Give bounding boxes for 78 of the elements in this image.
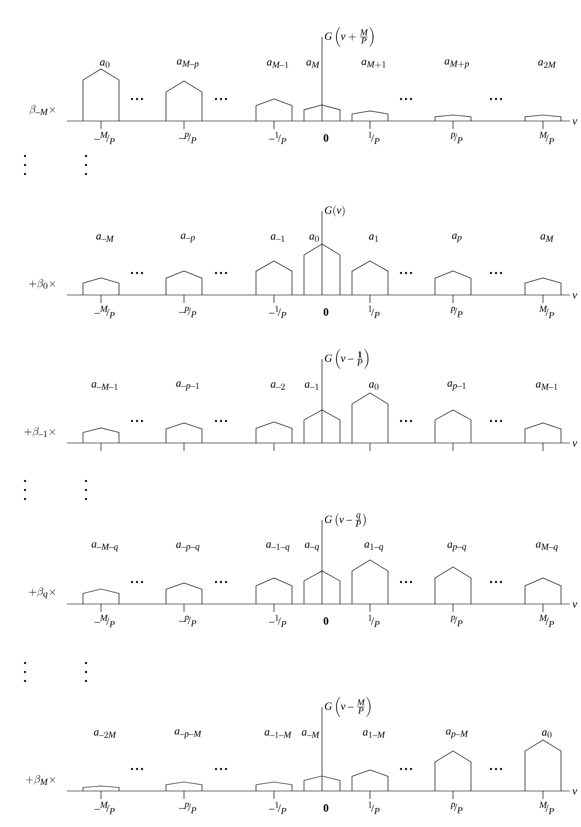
tick-label: $\mathbf{0}$ (324, 134, 328, 142)
tick-label: $-{}^{M}\!/_{P}$ (94, 614, 115, 628)
tick-label: ${}^{p}\!/_{P}$ (450, 132, 462, 144)
function-label: $G\left(v-\frac{q}{P}\right)$ (324, 513, 366, 527)
coefficient-label: $a_{2M}$ (538, 60, 556, 68)
coefficient-label: $a_{-2M}$ (94, 730, 116, 738)
coefficient-label: $a_{p-1}$ (447, 381, 466, 391)
tick-label: ${}^{1}\!/_{P}$ (368, 132, 380, 144)
tick-label: $-{}^{p}\!/_{P}$ (178, 132, 196, 144)
axis-label: $v$ (572, 602, 578, 608)
tick-label: $-{}^{M}\!/_{P}$ (94, 132, 115, 144)
coefficient-label: $a_{-1-q}$ (266, 542, 290, 552)
coefficient-label: $a_{1}$ (369, 234, 378, 242)
tick-label: ${}^{M}\!/_{P}$ (539, 306, 554, 318)
tick-label: ${}^{M}\!/_{P}$ (539, 614, 554, 628)
coefficient-label: $a_{p-M}$ (446, 729, 468, 739)
coefficient-label: $a_{-1}$ (304, 382, 318, 390)
tick-label: $\mathbf{0}$ (324, 617, 328, 625)
coefficient-label: $a_{-1-M}$ (264, 730, 292, 738)
tick-label: $-{}^{1}\!/_{P}$ (268, 306, 286, 318)
tick-label: ${}^{M}\!/_{P}$ (539, 132, 554, 144)
weight-label: $+\beta_{q}\times$ (29, 587, 56, 599)
tick-label: ${}^{1}\!/_{P}$ (368, 614, 380, 627)
coefficient-label: $a_{0}$ (309, 234, 319, 242)
coefficient-label: $a_{M-p}$ (176, 59, 199, 69)
coefficient-label: $a_{M+p}$ (444, 59, 469, 69)
function-label: $G\left(v+\frac{M}{P}\right)$ (324, 27, 374, 47)
tick-label: ${}^{p}\!/_{P}$ (450, 616, 462, 626)
coefficient-label: $a_{-M-q}$ (92, 542, 118, 552)
coefficient-label: $a_{-p-1}$ (176, 381, 199, 391)
coefficient-label: $a_{-M}$ (302, 730, 320, 738)
tick-label: $\mathbf{0}$ (324, 804, 328, 812)
tick-label: ${}^{p}\!/_{P}$ (450, 802, 462, 814)
axis-label: $v$ (572, 119, 578, 125)
coefficient-label: $a_{-M-1}$ (92, 382, 118, 390)
tick-label: $\mathbf{0}$ (324, 308, 328, 316)
tick-label: $-{}^{p}\!/_{P}$ (178, 616, 196, 626)
tick-label: $-{}^{p}\!/_{P}$ (178, 802, 196, 814)
coefficient-label: $a_{0}$ (542, 730, 552, 738)
coefficient-label: $a_{M-q}$ (536, 542, 558, 552)
coefficient-label: $a_{M}$ (306, 60, 320, 68)
tick-label: ${}^{1}\!/_{P}$ (368, 306, 380, 318)
coefficient-label: $a_{p}$ (452, 234, 462, 242)
coefficient-label: $a_{0}$ (100, 60, 110, 68)
tick-label: ${}^{M}\!/_{P}$ (539, 802, 554, 814)
axis-label: $v$ (572, 789, 578, 795)
coefficient-label: $a_{M}$ (540, 234, 554, 242)
coefficient-label: $a_{p-q}$ (447, 542, 466, 552)
axis-label: $v$ (572, 441, 578, 447)
weight-label: $+\beta_{-1}\times$ (24, 427, 56, 437)
function-label: $G(v)$ (324, 206, 345, 216)
weight-label: $+\beta_{0}\times$ (28, 279, 56, 289)
function-label: $G\left(v-\frac{\mathbf{1}}{P}\right)$ (324, 349, 368, 369)
coefficient-label: $a_{0}$ (369, 382, 378, 390)
coefficient-label: $a_{-p-M}$ (174, 729, 202, 739)
coefficient-label: $a_{1-M}$ (362, 730, 386, 738)
coefficient-label: $a_{-q}$ (304, 542, 319, 552)
tick-label: ${}^{1}\!/_{P}$ (368, 802, 380, 814)
tick-label: $-{}^{1}\!/_{P}$ (268, 614, 286, 627)
coefficient-label: $a_{M-1}$ (536, 382, 558, 390)
tick-label: $-{}^{M}\!/_{P}$ (94, 306, 115, 318)
function-label: $G\left(v-\frac{M}{P}\right)$ (324, 697, 370, 717)
tick-label: $-{}^{p}\!/_{P}$ (178, 306, 196, 318)
coefficient-label: $a_{-2}$ (270, 382, 285, 390)
tick-label: ${}^{p}\!/_{P}$ (450, 306, 462, 318)
tick-label: $-{}^{M}\!/_{P}$ (94, 802, 115, 814)
coefficient-label: $a_{M+1}$ (362, 60, 386, 68)
coefficient-label: $a_{-M}$ (96, 234, 114, 242)
weight-label: $+\beta_{M}\times$ (26, 774, 56, 785)
weight-label: $\beta_{-M}\times$ (30, 104, 56, 115)
axis-label: $v$ (572, 293, 578, 299)
coefficient-label: $a_{1-q}$ (364, 542, 384, 552)
coefficient-label: $a_{-p-q}$ (176, 542, 200, 552)
coefficient-label: $a_{-p}$ (180, 234, 195, 242)
tick-label: $-{}^{1}\!/_{P}$ (268, 802, 286, 814)
coefficient-label: $a_{M-1}$ (266, 60, 288, 68)
tick-label: $-{}^{1}\!/_{P}$ (268, 132, 286, 144)
coefficient-label: $a_{-1}$ (270, 234, 284, 242)
